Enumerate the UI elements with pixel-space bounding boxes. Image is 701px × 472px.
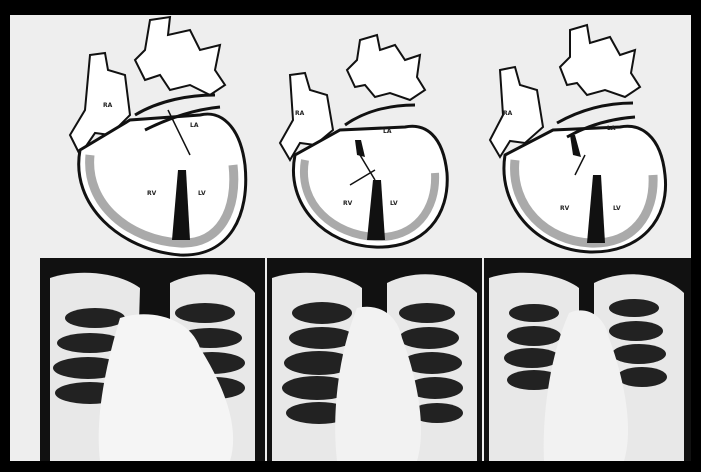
chest-xray-3 xyxy=(484,258,691,461)
label-la: LA xyxy=(607,125,616,132)
xray-image-3 xyxy=(484,258,691,461)
label-la: LA xyxy=(383,128,392,135)
label-lv: LV xyxy=(198,190,206,197)
xray-image-2 xyxy=(267,258,482,461)
label-ra: RA xyxy=(103,102,113,109)
label-ra: RA xyxy=(295,110,305,117)
heart-diagram-3: RA LA RV LV xyxy=(475,15,685,260)
heart-diagram-2: RA LA RV LV xyxy=(265,15,475,260)
label-rv: RV xyxy=(560,205,570,212)
figure-plate: RA LA RV LV RA LA RV LV xyxy=(10,15,691,461)
heart-drawing-2: RA LA RV LV xyxy=(265,15,475,260)
label-lv: LV xyxy=(613,205,621,212)
chest-xray-1 xyxy=(40,258,265,461)
heart-drawing-1: RA LA RV LV xyxy=(50,15,260,260)
heart-diagram-1: RA LA RV LV xyxy=(50,15,260,260)
label-rv: RV xyxy=(147,190,157,197)
label-la: LA xyxy=(190,122,199,129)
label-rv: RV xyxy=(343,200,353,207)
heart-drawing-3: RA LA RV LV xyxy=(475,15,685,260)
xray-image-1 xyxy=(40,258,265,461)
label-lv: LV xyxy=(390,200,398,207)
chest-xray-2 xyxy=(267,258,482,461)
label-ra: RA xyxy=(503,110,513,117)
